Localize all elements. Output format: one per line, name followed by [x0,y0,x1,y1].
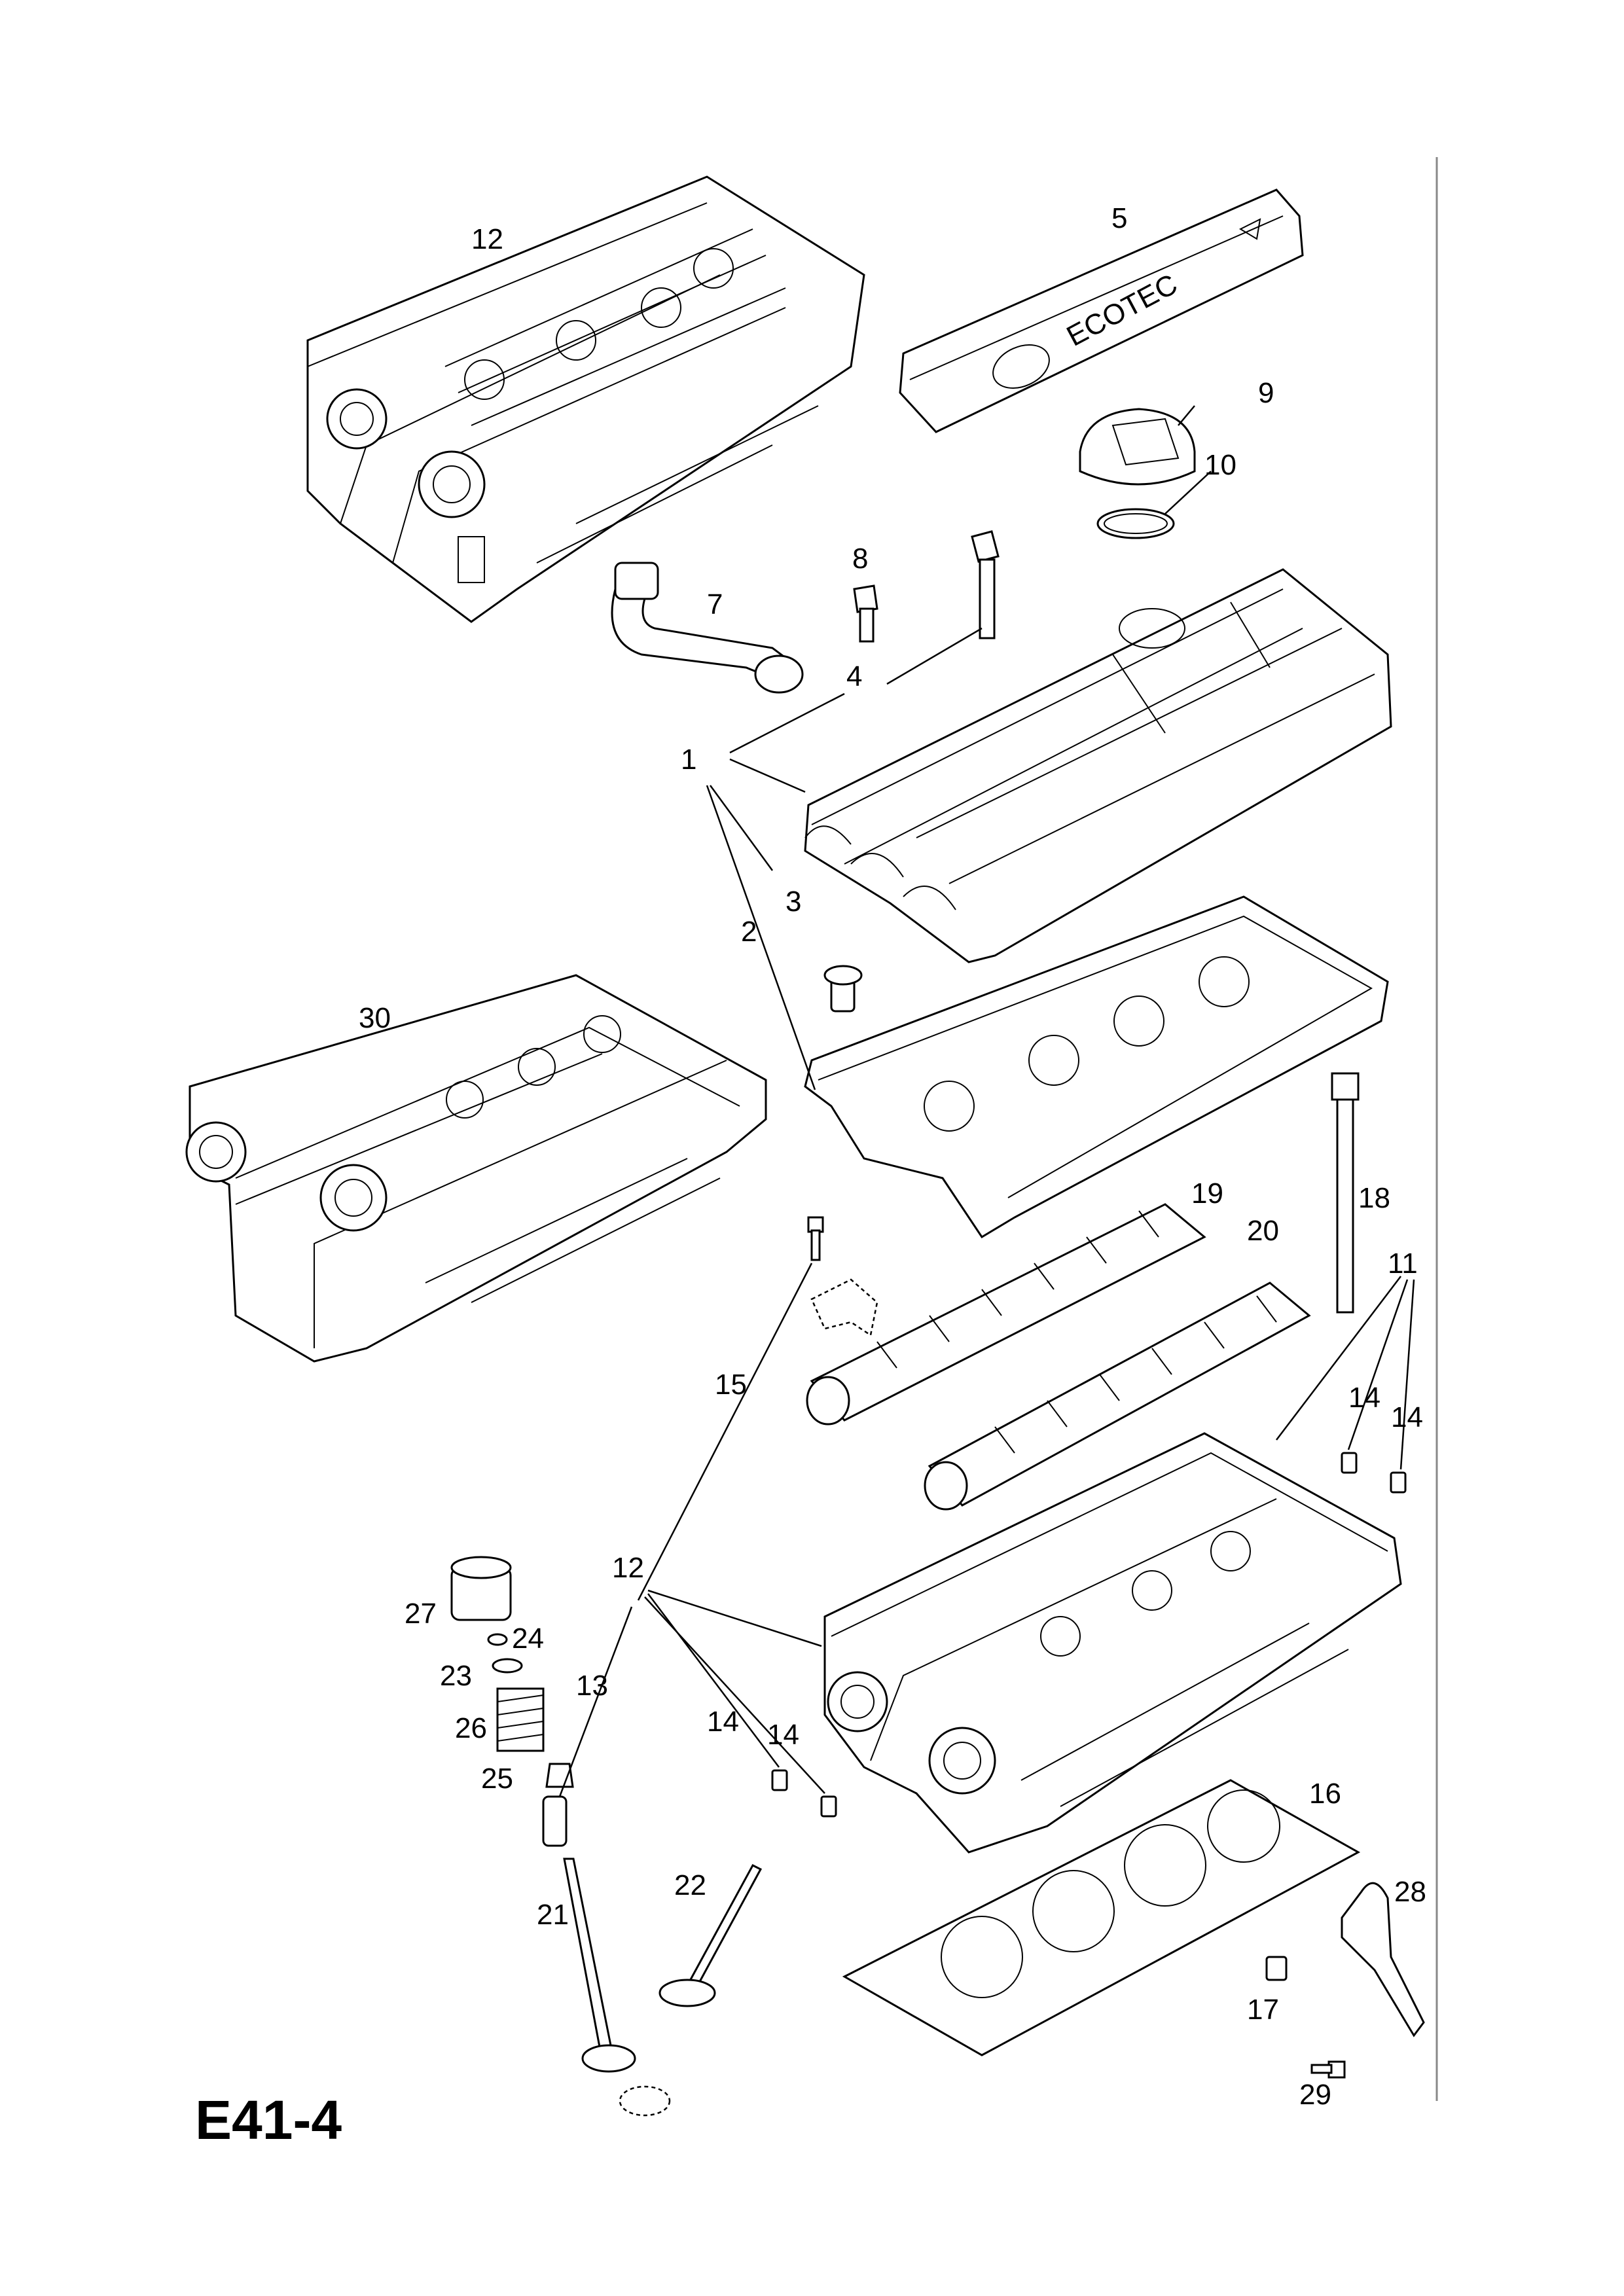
label-part-23: 23 [440,1660,472,1692]
head-bolt [1331,1072,1360,1314]
stud-3 [771,1769,788,1791]
label-part-14-a: 14 [1348,1382,1380,1414]
diagram-code: E41-4 [195,2089,342,2151]
label-part-29: 29 [1299,2079,1331,2111]
cylinder-head-cover [804,568,1392,963]
part-labels: 1 2 3 4 5 7 8 9 10 11 12 12 13 14 14 14 … [359,202,1426,2111]
label-part-27: 27 [405,1598,437,1630]
label-part-9: 9 [1258,377,1274,409]
label-part-1: 1 [681,744,696,776]
valve-intake [563,1857,636,2073]
bolt-bracket [1310,2060,1346,2079]
label-part-18: 18 [1358,1182,1390,1214]
bracket-dashed [810,1278,878,1337]
label-part-11: 11 [1388,1247,1418,1280]
oil-filler-cap [1079,408,1196,486]
head-gasket [842,1779,1361,2056]
label-part-22: 22 [674,1869,706,1901]
label-part-5: 5 [1111,202,1127,234]
spring-retainer [492,1658,523,1674]
label-part-21: 21 [537,1899,569,1931]
bolt-short [853,584,878,643]
label-part-26: 26 [455,1712,487,1744]
valve-keeper [487,1633,508,1646]
cylinder-head-assembly-top [306,175,865,623]
valve-exhaust [659,1864,763,2007]
label-part-14-b: 14 [1391,1401,1423,1433]
bolt-small [807,1216,824,1261]
label-part-12-top: 12 [471,223,503,255]
breather-hose [611,562,804,694]
label-part-7: 7 [707,588,723,620]
label-part-4: 4 [846,660,862,692]
valve-stem-seal [545,1763,574,1788]
label-part-12: 12 [612,1552,644,1584]
label-part-10: 10 [1204,449,1236,481]
label-part-30: 30 [359,1002,391,1034]
label-part-19: 19 [1191,1177,1223,1210]
bolt-long [971,530,1000,639]
cover-gasket [804,895,1389,1239]
valve-guide [542,1795,568,1847]
label-part-28: 28 [1394,1876,1426,1908]
label-part-17: 17 [1247,1994,1279,2026]
label-part-20: 20 [1247,1215,1279,1247]
label-part-25: 25 [481,1763,513,1795]
leader-lines [558,405,1415,1797]
label-part-2: 2 [741,916,757,948]
stud-4 [820,1795,837,1818]
triangle-arrow-icon [1238,218,1261,240]
engine-cover: ECOTEC [899,188,1304,433]
dowel-sleeve [1265,1956,1288,1981]
grommet [823,965,863,1013]
label-part-14-d: 14 [767,1719,799,1751]
label-part-24: 24 [512,1623,544,1655]
label-part-14-c: 14 [707,1706,739,1738]
valve-seat-dashed [619,2085,671,2117]
valve-spring [496,1687,545,1752]
label-part-15: 15 [715,1369,747,1401]
camshaft-intake [924,1282,1311,1511]
stud-2 [1390,1471,1407,1494]
stud-1 [1341,1452,1358,1474]
label-part-16: 16 [1309,1778,1341,1810]
cylinder-head-bare [185,974,767,1363]
lifting-bracket [1341,1882,1425,2037]
label-part-13: 13 [576,1670,608,1702]
label-part-3: 3 [785,886,801,918]
cylinder-head-assembly-bottom [823,1432,1402,1854]
label-part-8: 8 [852,543,868,575]
camshaft-exhaust [806,1203,1206,1426]
